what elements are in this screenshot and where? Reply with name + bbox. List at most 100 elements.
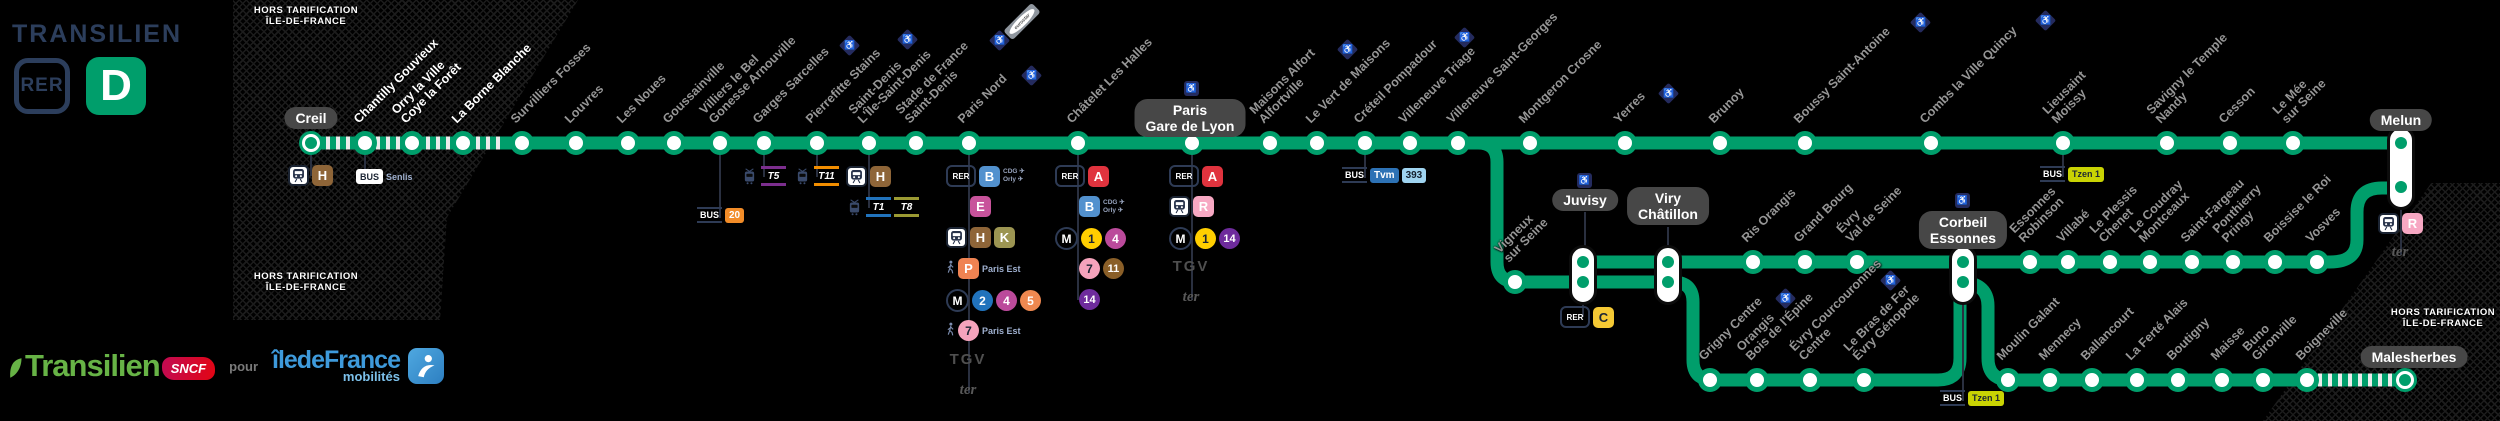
metro-line-1-badge: 1 — [1081, 228, 1102, 249]
metro-line-5-badge: 5 — [1020, 290, 1041, 311]
line-B-badge: B — [1079, 196, 1100, 217]
station-dot-corbeil-essonnes — [1957, 276, 1969, 288]
station-dot-les-noues — [616, 131, 640, 155]
connection-connector — [1962, 294, 1964, 401]
line-H-badge: H — [970, 227, 991, 248]
connection-row-garges-sarcelles: T5 — [741, 166, 786, 186]
station-dot-chatelet-les-halles — [1066, 131, 1090, 155]
tram-icon — [741, 167, 758, 185]
station-dot-le-plessis-chenet — [2098, 250, 2122, 274]
station-dot-montgeron-crosne — [1518, 131, 1542, 155]
connection-row-paris-nord: E — [946, 196, 991, 217]
station-dot-villiers-le-bel — [708, 131, 732, 155]
airport-note: CDG ✈ Orly ✈ — [1103, 198, 1125, 214]
connection-label: Paris Est — [982, 325, 1021, 336]
fare-zone-label: HORS TARIFICATION ÎLE-DE-FRANCE — [2390, 307, 2496, 329]
badge-b393: 393 — [1401, 167, 1427, 183]
station-dot-pierrefitte-stains — [805, 131, 829, 155]
station-dot-stade-de-france — [904, 131, 928, 155]
label-connector — [1667, 227, 1669, 248]
badge-b20: 20 — [725, 207, 745, 223]
station-dot-orangis-bois-de-lepine — [1745, 368, 1769, 392]
station-dot-mennecy — [2038, 368, 2062, 392]
line-P-badge: P — [958, 258, 979, 279]
station-dot-garges-sarcelles — [752, 131, 776, 155]
station-dot-cesson — [2218, 131, 2242, 155]
tram-T1-badge: T1 — [866, 197, 891, 217]
metro-line-1-badge: 1 — [1195, 228, 1216, 249]
tram-icon — [846, 198, 863, 216]
bus-badge: BUS — [697, 207, 722, 223]
station-label-juvisy: Juvisy — [1552, 189, 1618, 212]
station-label-viry-chatillon: Viry Châtillon — [1627, 187, 1709, 226]
station-dot-paris-nord — [957, 131, 981, 155]
station-dot-saint-fargeau — [2180, 250, 2204, 274]
rer-badge: RER — [1169, 165, 1199, 187]
station-dot-maisse — [2210, 368, 2234, 392]
station-label-creil: Creil — [284, 107, 338, 130]
walk-transfer-icon — [946, 322, 955, 339]
connection-connector — [1077, 150, 1079, 300]
station-dot-boissise-le-roi — [2263, 250, 2287, 274]
line-E-badge: E — [970, 196, 991, 217]
page-title: TRANSILIEN — [12, 20, 182, 48]
badge-tzen: Tzen 1 — [2068, 166, 2105, 182]
connection-connector — [868, 150, 870, 208]
station-dot-melun — [2395, 137, 2407, 149]
transilien-train-icon — [1169, 196, 1190, 217]
station-label-malesherbes: Malesherbes — [2360, 346, 2468, 369]
connection-connector — [1582, 294, 1584, 317]
station-dot-buno-gironville — [2251, 368, 2275, 392]
station-dot-orry-la-ville — [400, 131, 424, 155]
walk-transfer-icon — [946, 260, 955, 277]
metro-line-11-badge: 11 — [1103, 258, 1124, 279]
station-dot-boussy-saint-antoine — [1793, 131, 1817, 155]
fare-zone-label: HORS TARIFICATION ÎLE-DE-FRANCE — [253, 5, 359, 27]
connection-row-paris-nord: ter — [946, 382, 990, 399]
wheelchair-icon: ♿ — [1184, 81, 1199, 96]
station-dot-survilliers-fosses — [510, 131, 534, 155]
connection-label: Senlis — [386, 171, 413, 182]
metro-line-7-badge: 7 — [1079, 258, 1100, 279]
tgv-label: TGV — [1172, 258, 1210, 275]
idf-mobilites: mobilités — [342, 369, 400, 385]
connection-connector — [719, 150, 721, 218]
idf-person-icon — [407, 348, 444, 384]
connection-connector — [816, 150, 818, 177]
line-R-badge: R — [2402, 213, 2423, 234]
connection-row-melun: R — [2378, 213, 2423, 234]
line-A-badge: A — [1202, 165, 1223, 187]
station-dot-viry-chatillon — [1662, 256, 1674, 268]
station-dot-goussainville — [662, 131, 686, 155]
label-connector — [1584, 212, 1586, 248]
station-dot-vigneux-sur-seine — [1503, 270, 1527, 294]
bus-badge: BUS — [1342, 167, 1367, 183]
station-dot-viry-chatillon — [1662, 276, 1674, 288]
fare-zone-label: HORS TARIFICATION ÎLE-DE-FRANCE — [253, 271, 359, 293]
station-dot-ris-orangis — [1741, 250, 1765, 274]
leaf-icon — [10, 358, 22, 378]
connection-row-paris-nord: TGV — [946, 351, 990, 368]
badge-tvm: Tvm — [1370, 167, 1399, 183]
station-dot-creteil-pompadour — [1353, 131, 1377, 155]
line-d-badge: D — [86, 57, 146, 115]
metro-line-2-badge: 2 — [972, 290, 993, 311]
rer-logo: RER — [14, 58, 70, 114]
station-dot-ballancourt — [2080, 368, 2104, 392]
bus-badge: BUS — [356, 169, 383, 184]
metro-line-4-badge: 4 — [1105, 228, 1126, 249]
rer-badge: RER — [946, 165, 976, 187]
ter-label: ter — [2391, 244, 2409, 260]
connection-label: Paris Est — [982, 263, 1021, 274]
